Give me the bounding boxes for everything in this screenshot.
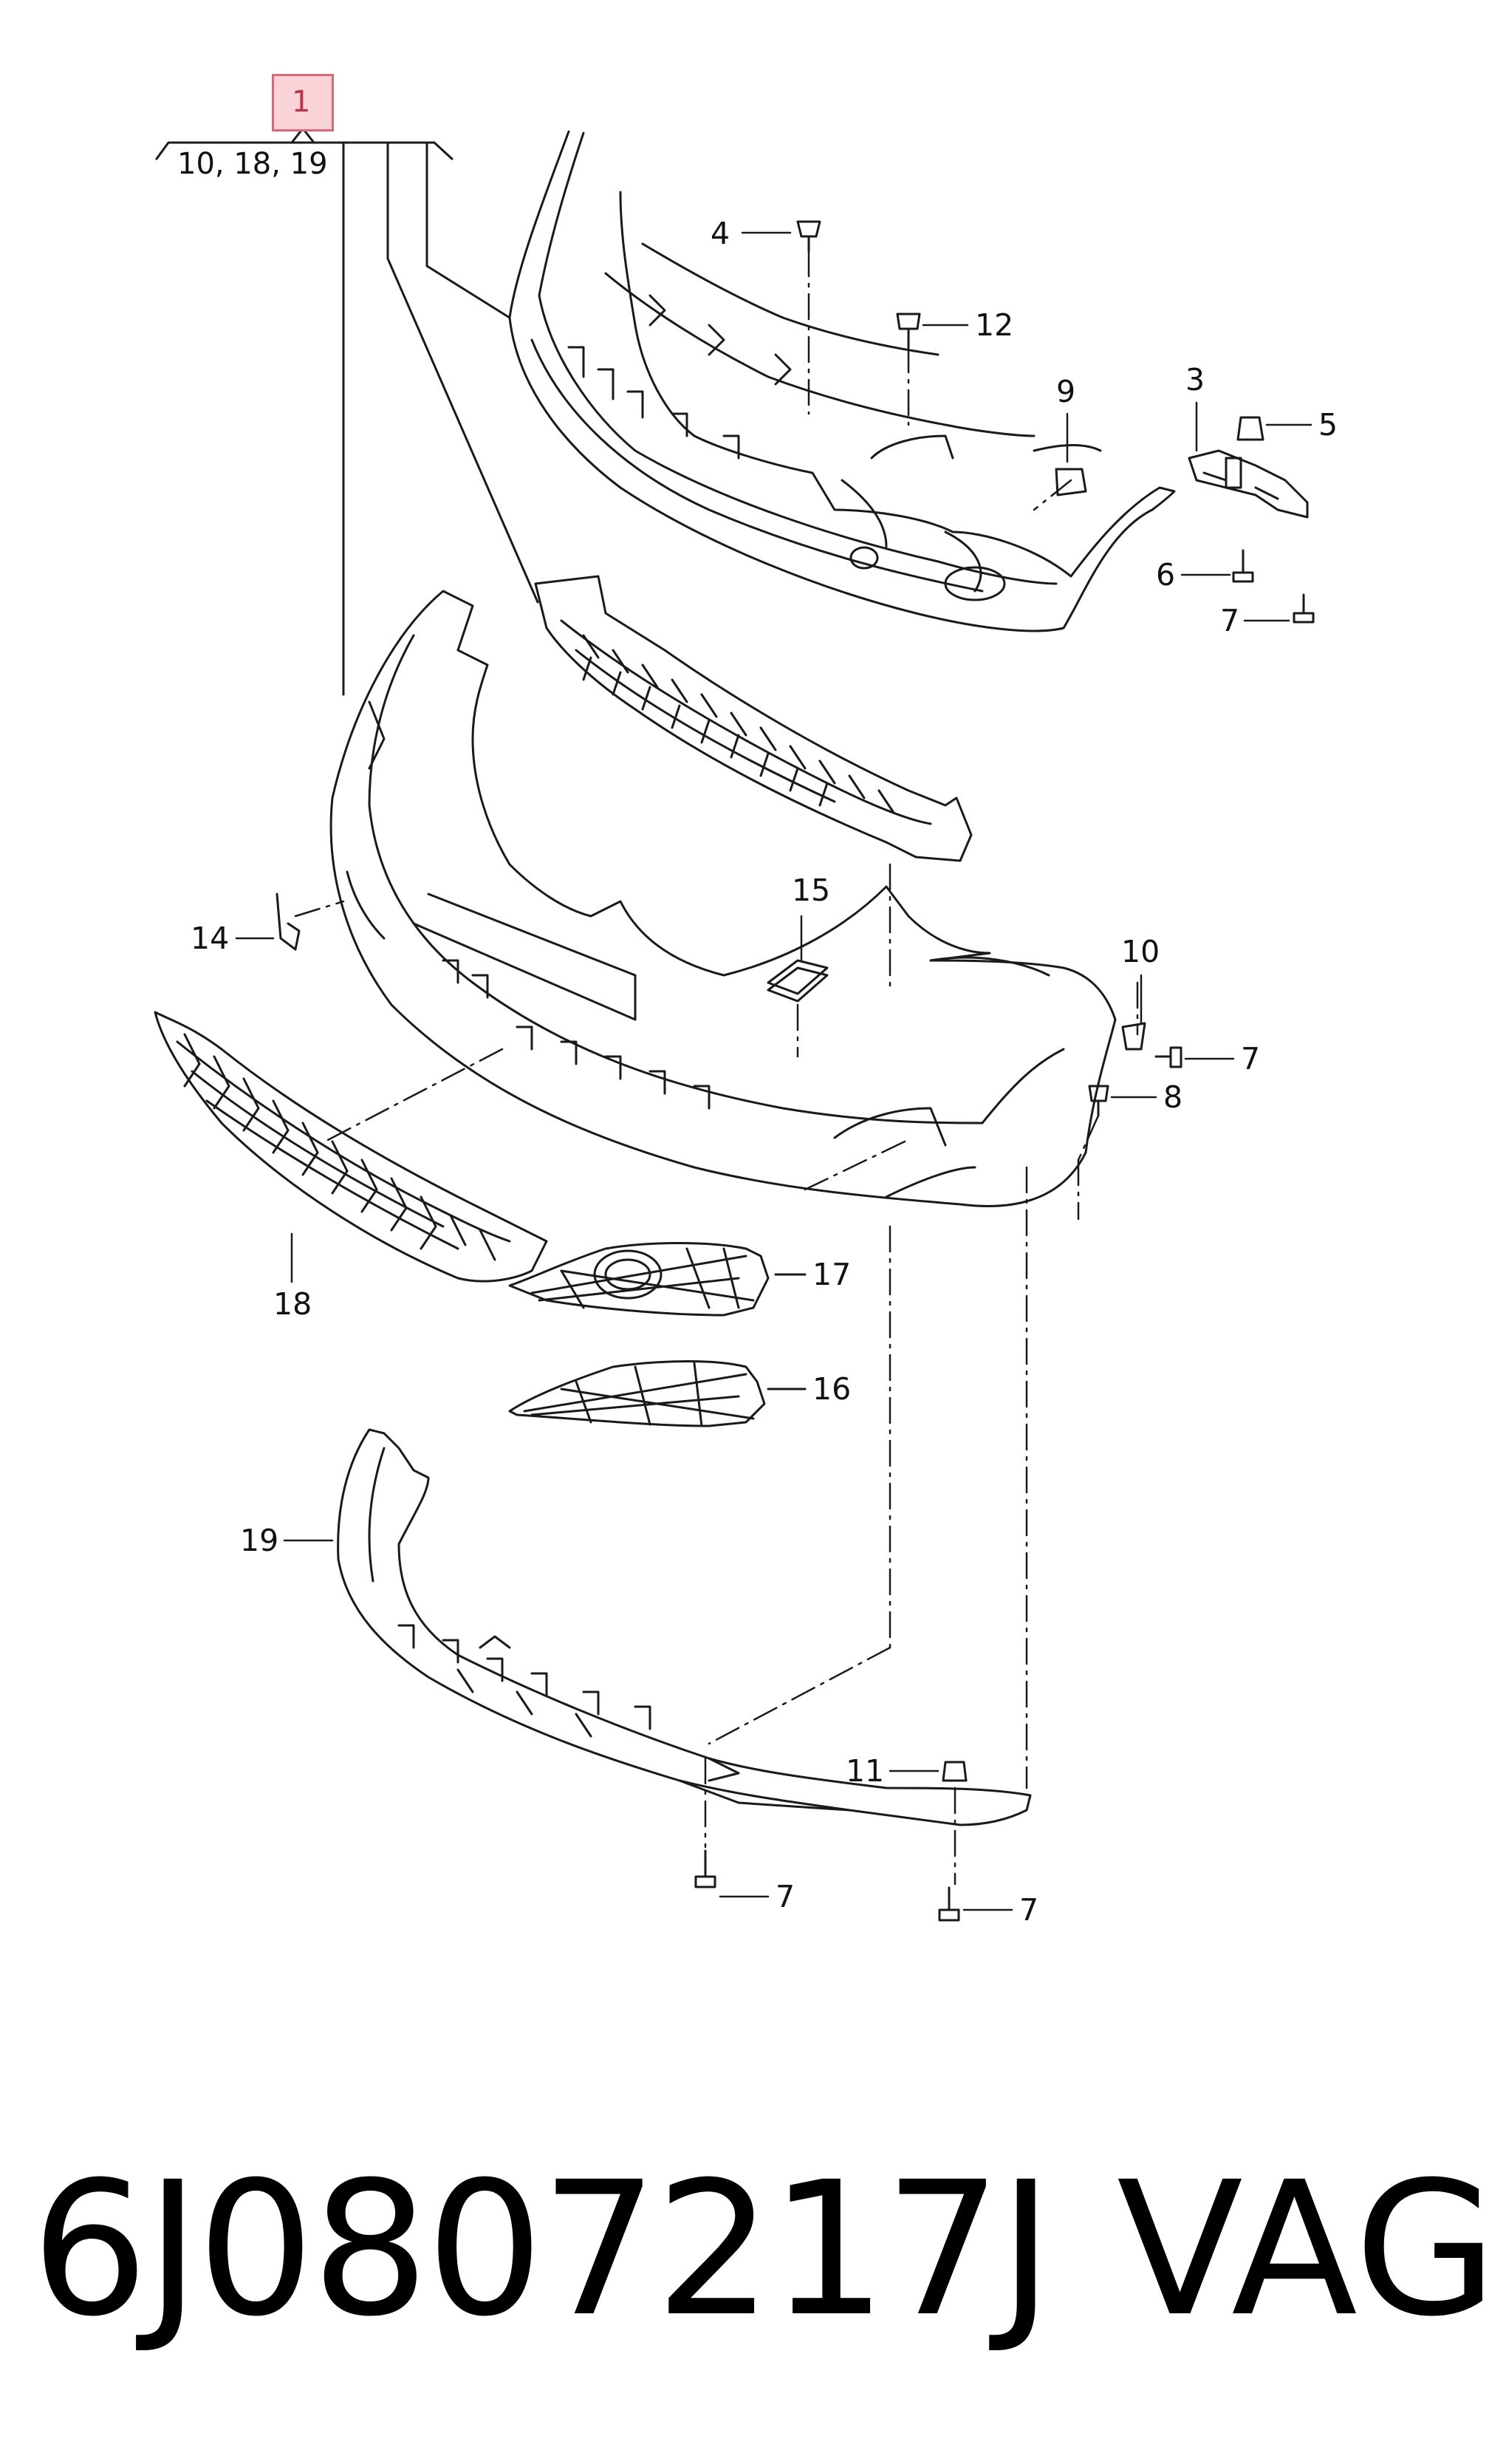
part-number: 6J0807217J [31, 2142, 1053, 2357]
label-part-10: 10 [1121, 934, 1160, 969]
fog-grille-right [508, 1242, 807, 1317]
label-part-3: 3 [1185, 362, 1205, 397]
label-part-7-right: 7 [1241, 1041, 1261, 1076]
lower-grille [154, 1011, 548, 1283]
kit-callout-highlight [272, 74, 334, 132]
brand-name: VAG [1117, 2142, 1498, 2357]
label-part-5: 5 [1318, 407, 1338, 443]
label-part-6: 6 [1156, 557, 1176, 593]
label-part-7-top: 7 [1220, 603, 1240, 638]
label-part-9: 9 [1056, 374, 1076, 409]
label-part-8: 8 [1163, 1079, 1183, 1115]
bumper-cover [329, 590, 1117, 1207]
label-part-7-bottom-left: 7 [776, 1879, 795, 1914]
label-part-7-bottom-right: 7 [1019, 1892, 1039, 1928]
label-part-19: 19 [240, 1523, 279, 1558]
label-part-4: 4 [711, 216, 730, 251]
label-part-15: 15 [792, 873, 831, 908]
label-part-12: 12 [975, 307, 1014, 343]
fog-grille-left [508, 1360, 807, 1427]
kit-callout-number: 1 [292, 85, 311, 119]
label-part-16: 16 [812, 1371, 852, 1407]
bumper-carrier [508, 130, 1176, 632]
label-part-14: 14 [191, 921, 230, 956]
alignment-lines [294, 250, 1139, 1885]
side-bracket [1188, 449, 1309, 519]
impact-absorber [534, 575, 973, 862]
lower-spoiler [337, 1428, 1032, 1826]
kit-bracket [155, 127, 539, 696]
fasteners [275, 220, 1315, 1922]
leader-lines [235, 231, 1312, 1911]
label-part-18: 18 [273, 1286, 312, 1322]
label-part-17: 17 [812, 1257, 852, 1292]
label-part-11: 11 [846, 1753, 885, 1789]
kit-includes-list: 10, 18, 19 [177, 147, 328, 181]
